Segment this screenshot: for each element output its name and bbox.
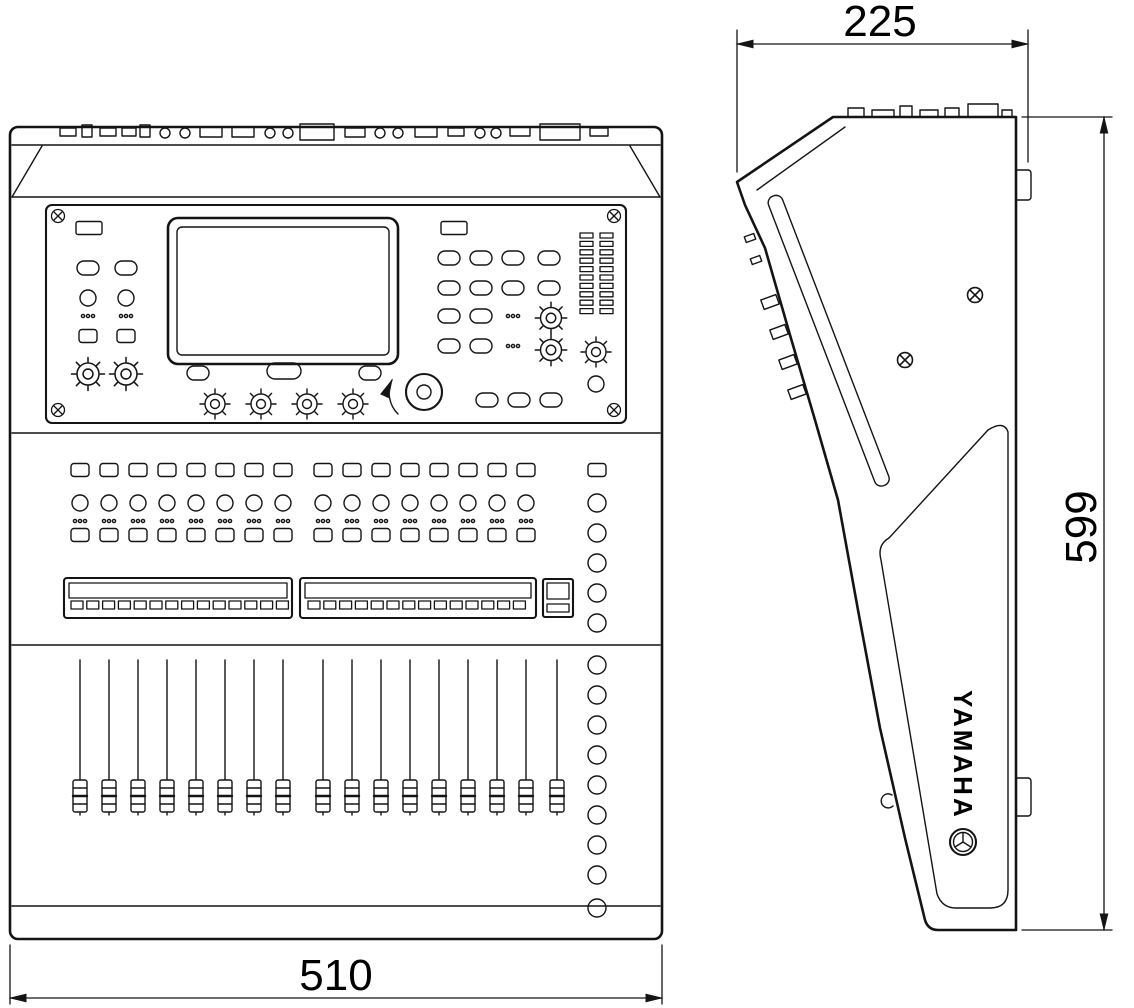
brand-wordmark: YAMAHA: [948, 690, 978, 820]
lcd-screen: [166, 216, 400, 366]
layer-mode-buttons: [437, 220, 568, 408]
parameter-knob-row: [199, 388, 369, 420]
side-knob-profiles: [743, 232, 807, 401]
side-cover-panel: [879, 424, 1009, 909]
channel-display-bars: [62, 576, 575, 620]
upper-control-panel: [44, 203, 628, 425]
monitor-level-knob: [580, 336, 612, 393]
side-profile-outline: [735, 115, 1018, 932]
dimension-depth: 225: [735, 0, 1030, 173]
selected-channel-controls: [70, 220, 144, 392]
screen-buttons: [186, 362, 382, 381]
rear-brackets: [1015, 169, 1032, 817]
display-bar-left: [62, 576, 294, 620]
front-view: [8, 123, 664, 941]
rear-connectors: [847, 103, 1013, 118]
rotate-arrow-icon: [380, 378, 399, 415]
display-bar-right: [298, 576, 538, 620]
tuning-fork-icon: [948, 827, 978, 857]
console-body-outline: [8, 125, 664, 941]
stereo-display-box: [541, 577, 575, 619]
master-fader: [548, 658, 566, 817]
cable-hook: [880, 793, 894, 809]
screen-hood-edge: [767, 194, 890, 487]
led-meter: [579, 232, 614, 315]
yamaha-logo: YAMAHA: [948, 690, 978, 857]
dimension-width: 510: [8, 944, 664, 1005]
fader-bank: [71, 658, 566, 817]
side-view: YAMAHA: [735, 103, 1032, 932]
top-connector-panel: [11, 123, 661, 198]
user-defined-key-column: [587, 655, 607, 918]
data-wheel: [380, 372, 444, 415]
side-panel-details: [756, 126, 1009, 909]
depth-dimension-label: 225: [843, 0, 916, 46]
height-dimension-label: 599: [1057, 490, 1106, 563]
dimension-height: 599: [1021, 115, 1113, 932]
width-dimension-label: 510: [299, 951, 372, 1000]
